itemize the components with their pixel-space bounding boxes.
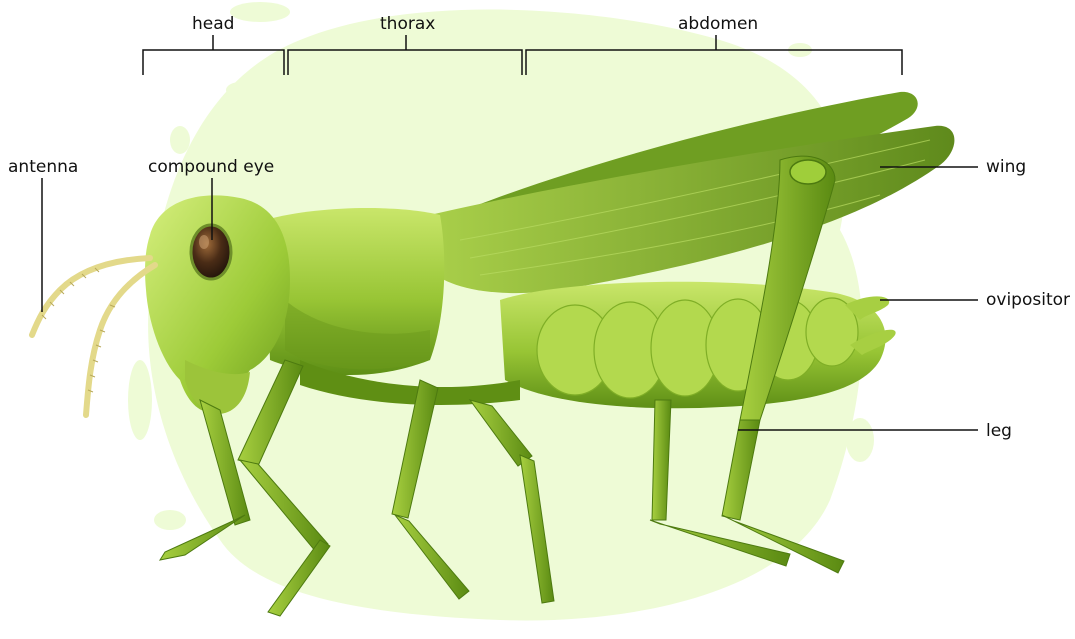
label-ovipositor: ovipositor — [986, 290, 1070, 310]
label-leg: leg — [986, 421, 1012, 441]
abdomen-segments — [500, 282, 896, 409]
label-head: head — [192, 14, 234, 34]
label-abdomen: abdomen — [678, 14, 758, 34]
label-wing: wing — [986, 157, 1026, 177]
label-antenna: antenna — [8, 157, 78, 177]
label-thorax: thorax — [380, 14, 435, 34]
label-compound-eye: compound eye — [148, 157, 274, 177]
compound-eye-shape — [191, 225, 231, 279]
